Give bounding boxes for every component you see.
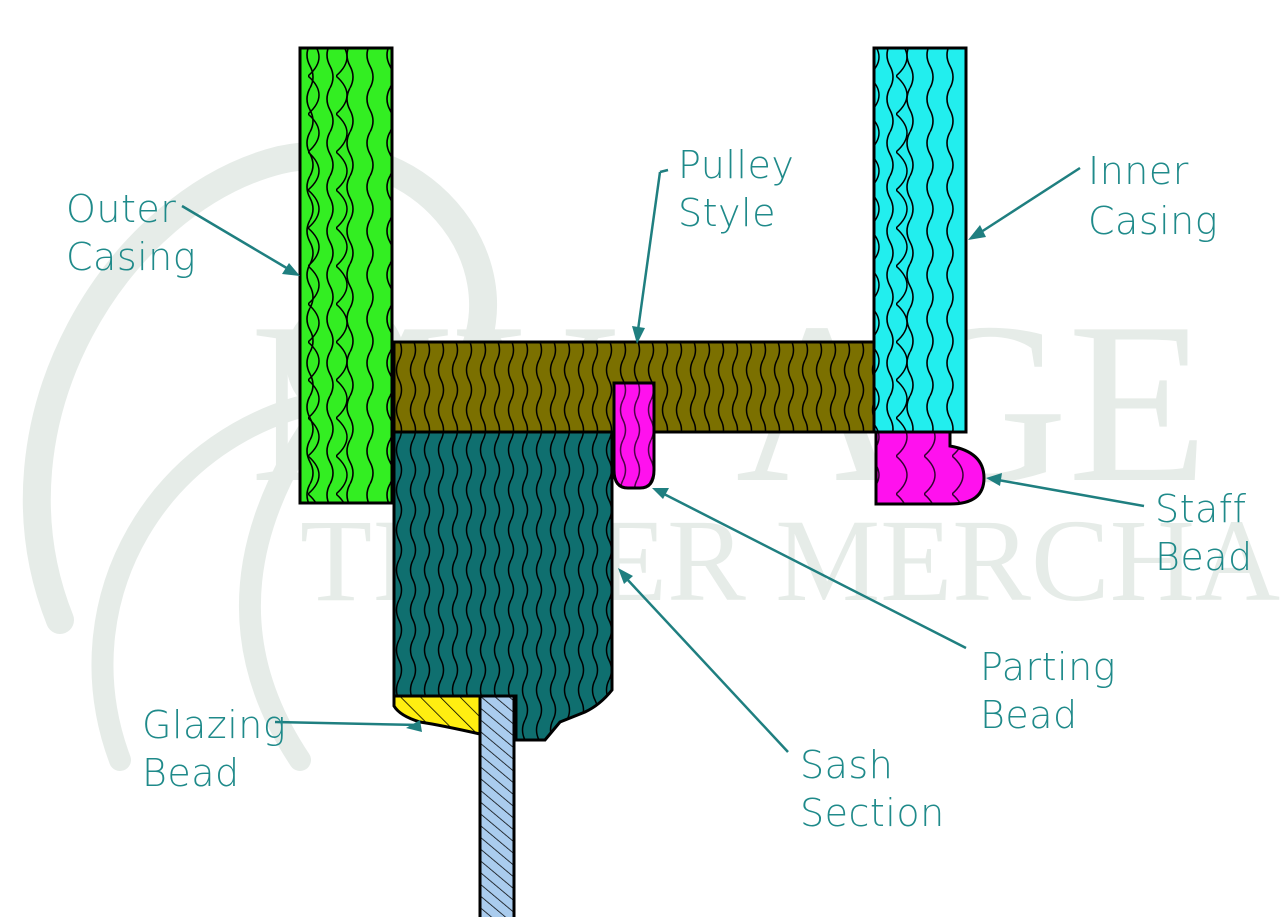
leader-outer-casing <box>181 204 300 276</box>
parting-bead <box>612 381 656 490</box>
leader-inner-casing <box>968 166 1081 240</box>
inner-casing <box>872 46 968 434</box>
leader-parting-bead <box>652 488 967 650</box>
glass-pane <box>478 694 516 917</box>
leader-staff-bead <box>986 473 1145 508</box>
parting-bead-label: Parting Bead <box>980 645 1129 737</box>
sash-section-label: Sash Section <box>800 743 945 835</box>
staff-bead <box>874 430 986 506</box>
pulley-style-label: Pulley Style <box>678 143 807 235</box>
leader-glazing-bead <box>274 720 422 732</box>
outer-casing-label: Outer Casing <box>66 187 196 279</box>
leader-pulley-style <box>632 168 669 344</box>
staff-bead-label: Staff Bead <box>1155 487 1259 579</box>
leader-sash-section <box>618 568 789 753</box>
glazing-bead-label: Glazing Bead <box>142 703 299 795</box>
outer-casing <box>298 46 394 505</box>
sash-section <box>392 430 614 742</box>
leader-lines <box>181 166 1145 753</box>
glazing-bead <box>392 694 482 736</box>
inner-casing-label: Inner Casing <box>1088 149 1218 243</box>
